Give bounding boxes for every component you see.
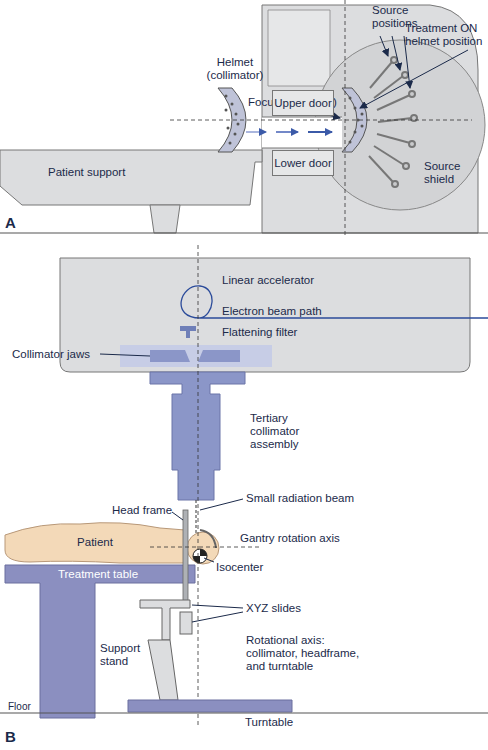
node-text: Upper door	[274, 97, 332, 110]
part-label: Flattening filter	[222, 326, 297, 339]
part-label: Rotational axis: collimator, headframe, …	[246, 634, 376, 673]
patient-shape: Patient	[40, 530, 150, 554]
node-text: Patient	[77, 536, 113, 549]
part-label: Source shield	[424, 160, 474, 186]
panel-letter: B	[5, 730, 16, 743]
node-text: Treatment table	[58, 568, 138, 581]
door-box: Upper door	[272, 90, 334, 116]
part-label: Support stand	[100, 642, 150, 668]
part-label: XYZ slides	[246, 602, 301, 615]
door-box: Lower door	[272, 150, 334, 176]
part-label: Gantry rotation axis	[240, 532, 340, 545]
part-label: Head frame	[112, 504, 172, 517]
part-label: Tertiary collimator assembly	[250, 412, 320, 451]
part-label: Collimator jaws	[12, 348, 90, 361]
part-label: Small radiation beam	[246, 492, 354, 505]
node-text: Lower door	[274, 157, 332, 170]
table-shape: Treatment table	[8, 566, 188, 582]
part-label: Helmet (collimator)	[200, 56, 270, 82]
part-label: Floor	[8, 700, 31, 713]
part-label: Electron beam path	[222, 305, 322, 318]
part-label: Turntable	[245, 716, 293, 729]
part-label: Treatment ON helmet position	[405, 22, 485, 48]
panel-letter: A	[5, 216, 16, 229]
part-label: Linear accelerator	[222, 274, 314, 287]
part-label: Patient support	[48, 166, 125, 179]
part-label: Isocenter	[216, 561, 263, 574]
